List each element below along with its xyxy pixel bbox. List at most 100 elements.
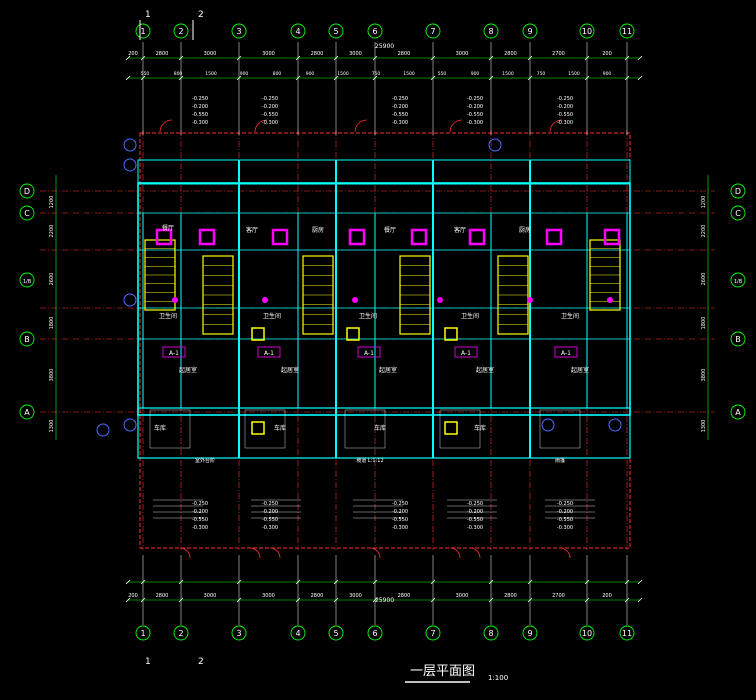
dimension-tick	[178, 597, 184, 603]
unit-tag: A-1	[461, 350, 471, 357]
level-annotation: -0.550	[192, 112, 208, 118]
sanitary-fixture	[262, 297, 268, 303]
dimension-tick	[488, 75, 494, 81]
door-swing	[549, 119, 563, 133]
axis-bubble	[19, 205, 35, 221]
level-annotation: -0.300	[467, 120, 483, 126]
drawing-title: 一层平面图	[410, 664, 475, 679]
unit-tag-box	[162, 346, 186, 358]
axis-bubble-label: D	[24, 187, 30, 196]
dimension-value-inner: 800	[174, 71, 183, 77]
level-annotation: -0.300	[192, 525, 208, 531]
axis-bubble	[483, 625, 499, 641]
axis-bubble-label: 8	[488, 27, 493, 36]
unit-tag-box	[257, 346, 281, 358]
room-label: 起居室	[476, 366, 494, 374]
door-swing	[469, 547, 481, 559]
dimension-value-inner: 1500	[205, 71, 217, 77]
axis-bubble	[231, 625, 247, 641]
dimension-value-side: 1200	[701, 196, 707, 209]
level-annotation: -0.300	[392, 525, 408, 531]
dimension-value-side: 2200	[49, 225, 55, 238]
level-annotation: -0.300	[557, 120, 573, 126]
dimension-value-inner: 550	[438, 71, 447, 77]
dimension-tick	[624, 55, 630, 61]
axis-bubble-label: 3	[236, 27, 241, 36]
level-annotation: -0.550	[467, 517, 483, 523]
dimension-value-bottom: 200	[128, 593, 138, 599]
section-mark: 2	[198, 657, 204, 667]
rear-terrace-wall	[137, 159, 631, 185]
axis-bubble-label: 3	[236, 629, 241, 638]
dimension-tick	[333, 75, 339, 81]
room-label: 餐厅	[162, 224, 174, 232]
door-swing	[369, 547, 381, 559]
level-annotation: -0.550	[392, 112, 408, 118]
total-dimension-bottom: 25900	[375, 597, 394, 604]
detail-callout	[123, 138, 137, 152]
axis-bubble-label: 1	[140, 27, 145, 36]
front-room-outline	[439, 409, 481, 449]
level-annotation: -0.250	[262, 96, 278, 102]
dimension-tick	[430, 597, 436, 603]
axis-bubble	[425, 625, 441, 641]
column-marker	[251, 327, 265, 341]
door-swing	[249, 547, 261, 559]
axis-bubble	[19, 331, 35, 347]
axis-bubble	[579, 625, 595, 641]
axis-bubble-label: A	[735, 408, 741, 417]
kitchen-fixture	[603, 228, 621, 246]
dimension-value-side: 3800	[701, 369, 707, 382]
axis-bubble-label: 1	[140, 629, 145, 638]
sanitary-fixture	[527, 297, 533, 303]
room-label: 卫生间	[159, 312, 177, 320]
dimension-tick	[488, 55, 494, 61]
dimension-tick	[333, 579, 339, 585]
axis-bubble-label: 4	[295, 27, 300, 36]
dimension-value-side: 1200	[49, 196, 55, 209]
axis-bubble	[135, 625, 151, 641]
level-annotation: -0.200	[262, 104, 278, 110]
dimension-value-inner: 900	[240, 71, 249, 77]
dimension-tick	[140, 579, 146, 585]
front-room-outline	[344, 409, 386, 449]
dimension-value-inner: 900	[471, 71, 480, 77]
axis-bubble-label: 2	[178, 629, 183, 638]
dimension-value-bottom: 2700	[552, 593, 565, 599]
kitchen-fixture	[155, 228, 173, 246]
level-annotation: -0.250	[467, 501, 483, 507]
dimension-tick	[372, 55, 378, 61]
axis-bubble	[173, 23, 189, 39]
axis-bubble	[328, 625, 344, 641]
unit-tag: A-1	[364, 350, 374, 357]
level-annotation: -0.250	[192, 96, 208, 102]
dimension-value-bottom: 3000	[262, 593, 275, 599]
dimension-tick	[488, 579, 494, 585]
level-annotation: -0.250	[467, 96, 483, 102]
dimension-tick	[333, 55, 339, 61]
dimension-tick	[236, 579, 242, 585]
axis-bubble-label: C	[24, 209, 30, 218]
level-annotation: -0.550	[262, 112, 278, 118]
axis-bubble	[290, 625, 306, 641]
dimension-value-top: 2800	[311, 51, 324, 57]
dimension-tick	[178, 55, 184, 61]
axis-bubble	[619, 625, 635, 641]
detail-callout	[488, 138, 502, 152]
front-room-outline	[539, 409, 581, 449]
dimension-tick	[372, 597, 378, 603]
dimension-tick	[125, 75, 131, 81]
door-swing	[449, 547, 461, 559]
dimension-value-bottom: 200	[602, 593, 612, 599]
level-annotation: -0.550	[192, 517, 208, 523]
axis-bubble	[730, 331, 746, 347]
sanitary-fixture	[352, 297, 358, 303]
dimension-tick	[584, 579, 590, 585]
dimension-tick	[637, 597, 643, 603]
room-label: 卫生间	[263, 312, 281, 320]
level-annotation: -0.550	[467, 112, 483, 118]
door-swing	[254, 119, 268, 133]
room-label: 车库	[474, 424, 486, 432]
